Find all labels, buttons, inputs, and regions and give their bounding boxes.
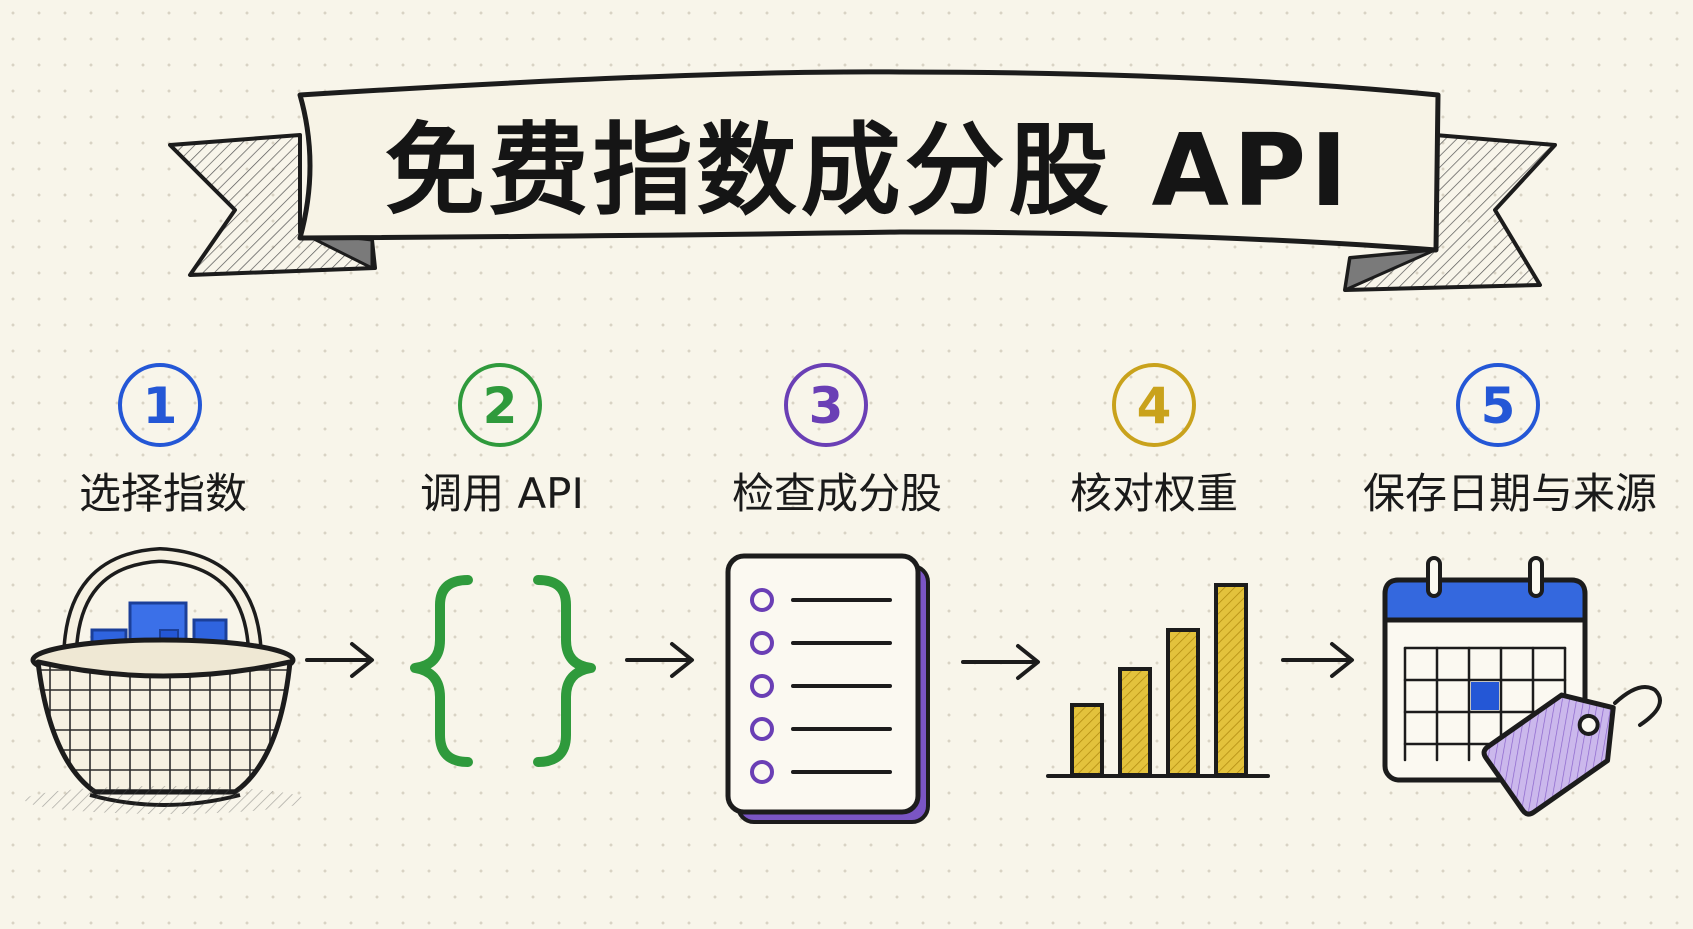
step-number: 2 bbox=[483, 377, 518, 435]
calendar-tag-icon bbox=[1382, 556, 1662, 817]
step-label: 保存日期与来源 bbox=[1363, 469, 1657, 518]
step-number: 4 bbox=[1137, 377, 1172, 435]
bar-1 bbox=[1070, 703, 1104, 777]
bar-3 bbox=[1166, 628, 1200, 777]
step-number-badge bbox=[118, 363, 202, 447]
banner-main bbox=[297, 69, 1441, 253]
arrow-4-to-5 bbox=[1281, 642, 1354, 678]
title-banner: 免费指数成分股 API bbox=[168, 69, 1557, 292]
step-number: 1 bbox=[143, 377, 178, 435]
bar-chart-icon bbox=[1046, 583, 1270, 778]
checklist-icon bbox=[725, 553, 930, 824]
bar-2 bbox=[1118, 667, 1152, 777]
step-number-badge bbox=[458, 363, 542, 447]
step-number: 3 bbox=[809, 377, 844, 435]
step-label: 核对权重 bbox=[1070, 469, 1238, 518]
step-number-badge bbox=[784, 363, 868, 447]
arrow-2-to-3 bbox=[625, 642, 694, 678]
braces-icon bbox=[410, 575, 596, 767]
basket-icon bbox=[25, 546, 305, 814]
page-title: 免费指数成分股 API bbox=[385, 112, 1352, 229]
step-4: 4 核对权重 bbox=[1046, 363, 1270, 778]
step-number-badge bbox=[1112, 363, 1196, 447]
step-number: 5 bbox=[1481, 377, 1516, 435]
arrow-3-to-4 bbox=[961, 644, 1040, 680]
bar-4 bbox=[1214, 583, 1248, 777]
step-2: 2 调用 API bbox=[410, 363, 596, 767]
step-5: 5 保存日期与来源 bbox=[1363, 363, 1662, 817]
step-3: 3 检查成分股 bbox=[725, 363, 942, 824]
step-number-badge bbox=[1456, 363, 1540, 447]
step-label: 调用 API bbox=[420, 469, 584, 518]
step-label: 检查成分股 bbox=[732, 469, 942, 518]
arrow-1-to-2 bbox=[305, 642, 374, 678]
step-1: 1 选择指数 bbox=[25, 363, 305, 814]
step-label: 选择指数 bbox=[79, 469, 247, 518]
